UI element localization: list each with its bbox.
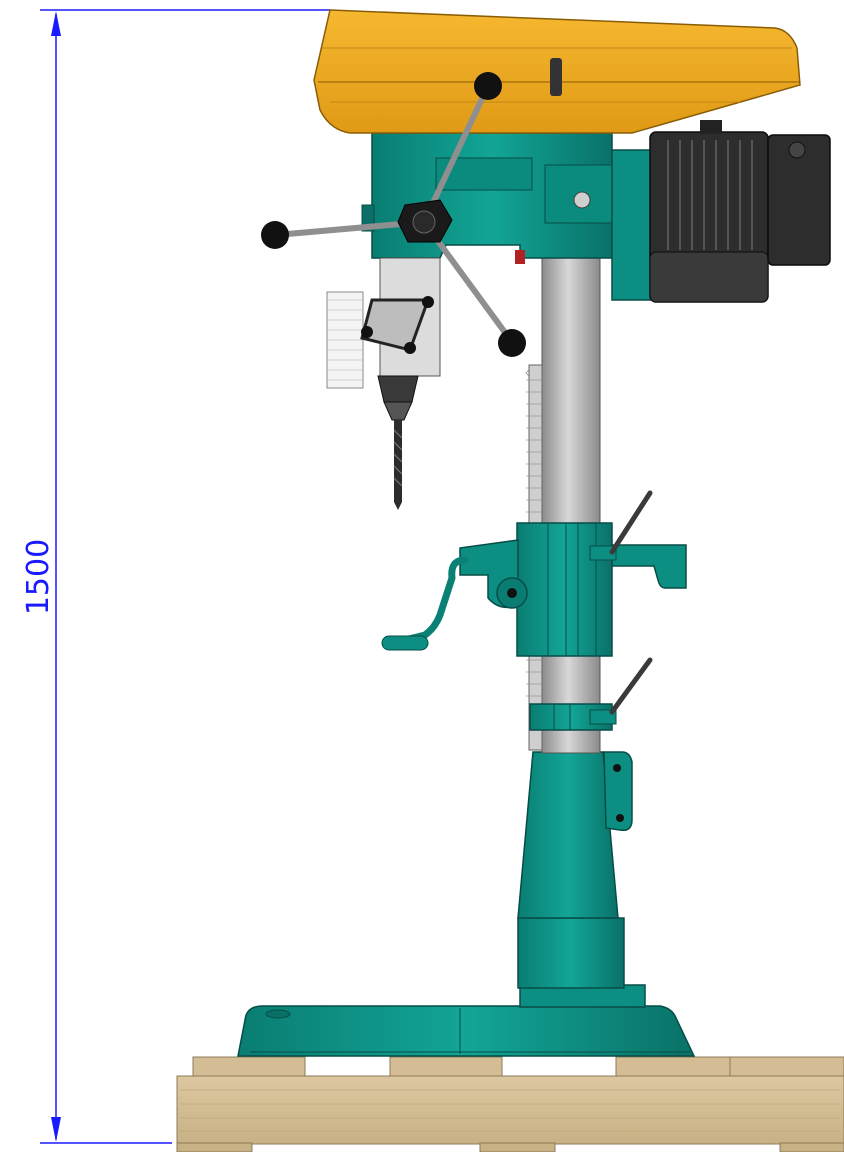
base <box>237 1005 696 1057</box>
belt-guard <box>313 9 801 134</box>
column <box>541 254 601 754</box>
column-pedestal <box>517 751 646 1008</box>
feed-handle-knob-bottom <box>498 329 526 357</box>
table-bracket <box>381 490 687 657</box>
dimension-arrow-bottom <box>51 1117 61 1142</box>
feed-handle-knob-top <box>474 72 502 100</box>
wooden-pallet <box>176 1056 844 1152</box>
feed-handle-knob-left <box>261 221 289 249</box>
dimension-value: 1500 <box>21 539 56 615</box>
motor <box>649 120 831 303</box>
height-dimension: 1500 <box>21 9 330 1144</box>
dimension-arrow-top <box>51 11 61 36</box>
spindle-quill <box>326 257 441 421</box>
lower-collar <box>529 657 653 731</box>
feed-handles <box>261 72 526 357</box>
drill-bit <box>393 420 403 510</box>
